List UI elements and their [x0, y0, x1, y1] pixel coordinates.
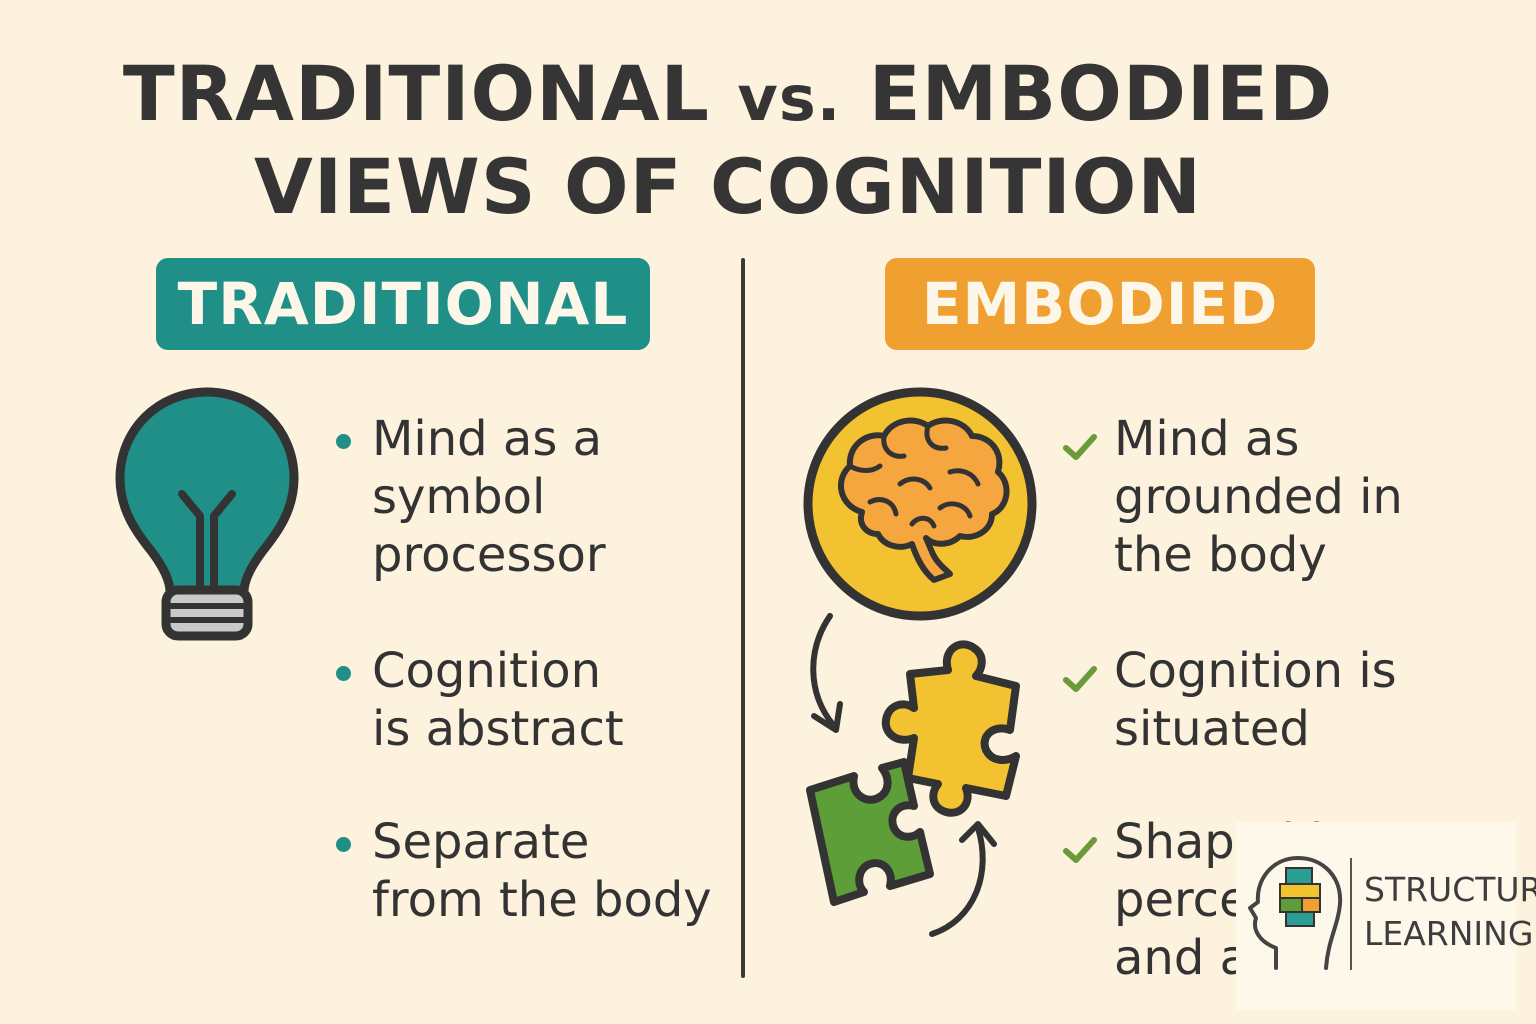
- bullet-line: from the body: [372, 872, 712, 928]
- embodied-bullet-2: Cognition is situated: [1062, 642, 1462, 762]
- check-icon: [1063, 837, 1097, 863]
- traditional-bullet-list: Mind as a symbol processor Cognition is …: [336, 410, 726, 930]
- bullet-dot: [336, 837, 351, 852]
- title-line-1: TRADITIONAL vs. EMBODIED: [0, 50, 1456, 143]
- traditional-bullet-3: Separate from the body: [336, 813, 726, 933]
- lightbulb-icon: [115, 387, 299, 641]
- traditional-heading-badge: TRADITIONAL: [156, 258, 650, 350]
- check-icon: [1063, 434, 1097, 460]
- title-line-2: VIEWS OF COGNITION: [254, 142, 1202, 231]
- bullet-dot: [336, 666, 351, 681]
- title-vs: vs.: [737, 62, 842, 135]
- bullet-line: is abstract: [372, 701, 624, 757]
- embodied-bullet-1: Mind as grounded in the body: [1062, 410, 1462, 590]
- embodied-heading-badge: EMBODIED: [885, 258, 1315, 350]
- bullet-line: Separate: [372, 814, 590, 870]
- logo-line-1: STRUCTURAL: [1364, 870, 1536, 909]
- brain-icon: [803, 387, 1037, 621]
- puzzle-pieces-icon: [806, 613, 1020, 937]
- bullet-line: grounded in: [1114, 469, 1403, 525]
- bullet-line: situated: [1114, 701, 1310, 757]
- bullet-line: Cognition is: [1114, 643, 1397, 699]
- logo-card: [1236, 822, 1516, 1010]
- traditional-bullet-1: Mind as a symbol processor: [336, 410, 726, 590]
- head-blocks-icon: [1248, 856, 1343, 970]
- check-icon: [1063, 666, 1097, 692]
- logo-line-2: LEARNING: [1364, 914, 1534, 953]
- logo-divider: [1350, 858, 1352, 970]
- bullet-dot: [336, 434, 351, 449]
- bullet-line: Cognition: [372, 643, 602, 699]
- bullet-line: Mind as: [1114, 411, 1300, 467]
- column-divider: [741, 258, 745, 978]
- traditional-bullet-2: Cognition is abstract: [336, 642, 726, 762]
- bullet-line: symbol: [372, 469, 546, 525]
- title-embodied-word: EMBODIED: [841, 49, 1334, 138]
- bullet-line: the body: [1114, 527, 1327, 583]
- bullet-line: Mind as a: [372, 411, 602, 467]
- title-traditional-word: TRADITIONAL: [122, 49, 738, 138]
- bullet-line: processor: [372, 527, 606, 583]
- page-title: TRADITIONAL vs. EMBODIED VIEWS OF COGNIT…: [0, 50, 1456, 231]
- logo-wordmark: STRUCTURAL LEARNING: [1364, 868, 1536, 956]
